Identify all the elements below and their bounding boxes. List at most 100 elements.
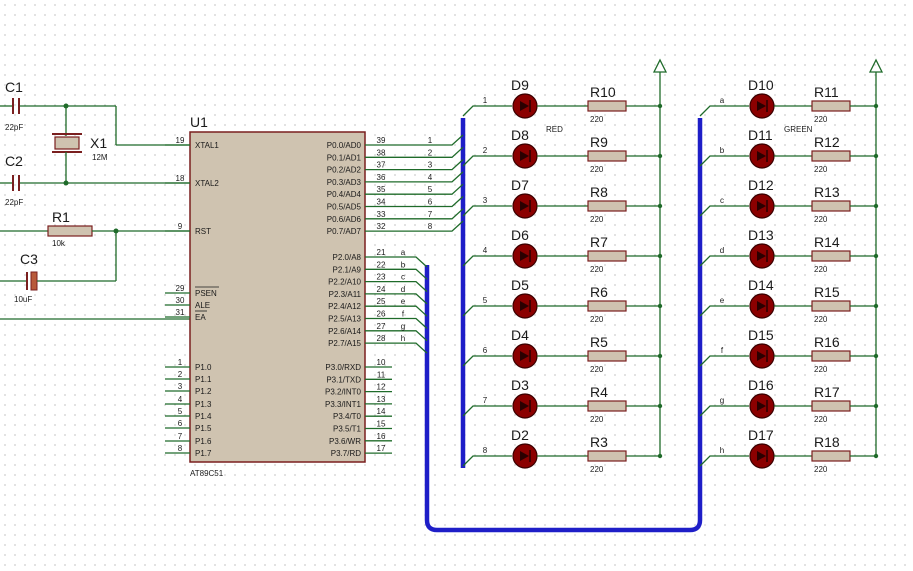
- net-label: e: [720, 296, 725, 305]
- mcu-pin-name: P3.2/INT0: [325, 388, 362, 397]
- resistor-value: 220: [590, 165, 604, 174]
- net-label: 8: [483, 446, 488, 455]
- net-label: f: [721, 346, 724, 355]
- resistor-value: 220: [814, 315, 828, 324]
- mcu-pin-name: P0.3/AD3: [327, 178, 362, 187]
- net-label: a: [401, 248, 406, 257]
- mcu-pin-number: 28: [377, 334, 386, 343]
- junction-dot: [657, 153, 663, 159]
- bus-tap-wire: [699, 455, 749, 467]
- resistor-ref: R8: [590, 184, 608, 200]
- led-ref: D15: [748, 327, 774, 343]
- resistor-value: 220: [814, 365, 828, 374]
- bus-tap-wire: [699, 155, 749, 167]
- led-ref: D9: [511, 77, 529, 93]
- mcu-pin-name: P0.5/AD5: [327, 203, 362, 212]
- net-label: d: [720, 246, 724, 255]
- junction-dot: [873, 353, 879, 359]
- resistor-icon: [587, 150, 627, 162]
- mcu-pin-number: 34: [377, 198, 386, 207]
- resistor-ref: R3: [590, 434, 608, 450]
- resistor-ref: R16: [814, 334, 840, 350]
- mcu-pin-number: 38: [377, 148, 386, 157]
- p2-net-wire: [392, 305, 428, 317]
- resistor-value: 220: [590, 315, 604, 324]
- junction-dot: [657, 253, 663, 259]
- diode-symbol: [757, 301, 766, 311]
- mcu-pin-number: 37: [377, 161, 386, 170]
- mcu-pin-name: P0.7/AD7: [327, 227, 362, 236]
- net-label: h: [401, 334, 405, 343]
- resistor-ref: R4: [590, 384, 608, 400]
- diode-symbol: [757, 101, 766, 111]
- junction-dot: [657, 203, 663, 209]
- junction-dot: [873, 303, 879, 309]
- capacitor-c3-plate-b: [30, 271, 38, 291]
- bus-tap-wire: [699, 105, 749, 117]
- led-ref: D6: [511, 227, 529, 243]
- diode-symbol: [757, 251, 766, 261]
- diode-symbol: [757, 201, 766, 211]
- bus-tap-wire: [462, 255, 512, 267]
- led-ref: D8: [511, 127, 529, 143]
- diode-symbol: [757, 351, 766, 361]
- p2-net-wire: [392, 280, 428, 293]
- mcu-pin-name: P3.4/T0: [333, 412, 362, 421]
- mcu-pin-number: 35: [377, 185, 386, 194]
- p0-net-wire: [392, 134, 464, 146]
- mcu-pin-name: P1.6: [195, 437, 212, 446]
- diode-symbol: [520, 451, 529, 461]
- resistor-icon: [587, 200, 627, 212]
- net-label: 3: [483, 196, 488, 205]
- resistor-r1: [47, 225, 93, 237]
- mcu-part: AT89C51: [190, 469, 224, 478]
- green-bus: [424, 118, 703, 533]
- diode-symbol: [520, 201, 529, 211]
- mcu-pin-number: 39: [377, 136, 386, 145]
- diode-symbol: [520, 101, 529, 111]
- mcu-pin-number: 25: [377, 297, 386, 306]
- power-arrow-icon: [652, 58, 668, 73]
- mcu-pin-number: 31: [176, 308, 185, 317]
- led-ref: D12: [748, 177, 774, 193]
- net-label: 6: [428, 198, 433, 207]
- resistor-ref: R17: [814, 384, 840, 400]
- mcu-pin-number: 6: [178, 419, 183, 428]
- mcu-pin-number: 29: [176, 284, 185, 293]
- led-ref: D3: [511, 377, 529, 393]
- mcu-pin-name: P2.0/A8: [333, 253, 362, 262]
- mcu-pin-number: 22: [377, 260, 386, 269]
- mcu-pin-name: P2.5/A13: [328, 315, 361, 324]
- mcu-pin-name: EA: [195, 313, 206, 322]
- bus-tap-wire: [462, 105, 512, 117]
- bus-tap-wire: [699, 355, 749, 367]
- mcu-pin-number: 36: [377, 173, 386, 182]
- resistor-value: 220: [814, 115, 828, 124]
- mcu-pin-number: 27: [377, 322, 386, 331]
- led-ref: D13: [748, 227, 774, 243]
- p2-net-wire: [392, 342, 428, 354]
- mcu-pin-name: P3.0/RXD: [325, 363, 361, 372]
- bus-tap-wire: [462, 405, 512, 417]
- resistor-value: 220: [590, 465, 604, 474]
- net-label: e: [401, 297, 406, 306]
- resistor-value: 220: [590, 265, 604, 274]
- p2-net-wire: [392, 293, 428, 305]
- net-label: b: [720, 146, 725, 155]
- c2-value: 22pF: [5, 198, 23, 207]
- junction-dot: [657, 103, 663, 109]
- resistor-ref: R15: [814, 284, 840, 300]
- led-ref: D17: [748, 427, 774, 443]
- diode-symbol: [520, 251, 529, 261]
- c3-value: 10uF: [14, 295, 32, 304]
- vcc-terminal-red: [652, 58, 668, 106]
- net-label: 2: [483, 146, 488, 155]
- mcu-pin-name: P2.1/A9: [333, 265, 362, 274]
